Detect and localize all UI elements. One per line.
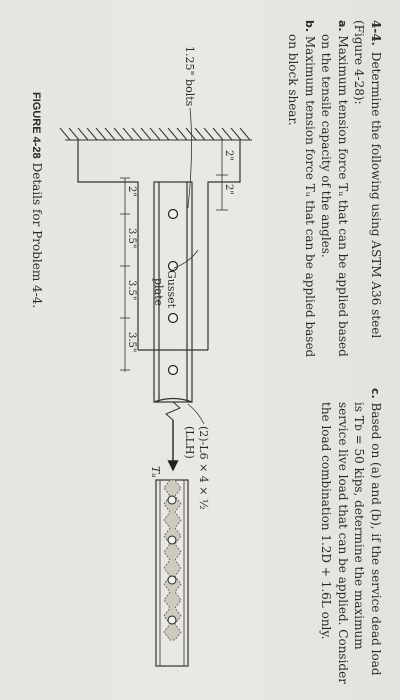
hatch-mark bbox=[203, 127, 215, 141]
hatch-mark bbox=[140, 127, 152, 141]
figure-caption-text: Details for Problem 4-4. bbox=[30, 162, 44, 309]
gusset-label-line2: plate bbox=[152, 278, 165, 306]
hatch-mark bbox=[176, 127, 188, 141]
hatch-mark bbox=[230, 127, 242, 141]
section-bolt-hole bbox=[167, 575, 177, 585]
bolt-hole bbox=[167, 260, 179, 272]
hatch-mark bbox=[149, 127, 161, 141]
bottom-dim-1: 2" bbox=[126, 186, 137, 197]
hatch-mark bbox=[131, 127, 143, 141]
angles-label-line2: (LLH) bbox=[183, 426, 196, 459]
top-dim-2: 2" bbox=[223, 184, 234, 195]
section-bolt-hole bbox=[167, 495, 177, 505]
section-bolt-hole bbox=[167, 615, 177, 625]
figure-caption: FIGURE 4-28Details for Problem 4-4. bbox=[30, 92, 44, 308]
bolt-group bbox=[167, 208, 179, 376]
hatch-mark bbox=[212, 127, 224, 141]
break-line bbox=[165, 401, 181, 421]
bolts-leader bbox=[187, 107, 192, 209]
bottom-dim-4: 3.5" bbox=[126, 332, 137, 353]
bolt-hole bbox=[167, 208, 179, 220]
block-shear-section bbox=[155, 479, 189, 667]
bolt-hole bbox=[167, 312, 179, 324]
hatch-mark bbox=[59, 127, 71, 141]
gusset-plate bbox=[77, 140, 241, 351]
figure-caption-tag: FIGURE 4-28 bbox=[30, 92, 42, 159]
bottom-dimension bbox=[120, 177, 130, 372]
bolts-label: 1.25" bolts bbox=[183, 46, 196, 107]
bolt-hole bbox=[167, 364, 179, 376]
hatch-mark bbox=[239, 127, 251, 141]
hatch-mark bbox=[194, 127, 206, 141]
hatch-mark bbox=[113, 127, 125, 141]
wall-support bbox=[59, 127, 252, 141]
hatch-mark bbox=[122, 127, 134, 141]
hatch-mark bbox=[221, 127, 233, 141]
force-label: Tᵤ bbox=[149, 466, 162, 478]
angles-label: (2)-L6 × 4 × ½ bbox=[197, 426, 210, 510]
hatch-mark bbox=[95, 127, 107, 141]
top-dim-1: 2" bbox=[223, 150, 234, 161]
hatch-mark bbox=[77, 127, 89, 141]
gusset-leader bbox=[173, 249, 199, 269]
hatch-mark bbox=[185, 127, 197, 141]
bottom-dim-2: 3.5" bbox=[126, 228, 137, 249]
gusset-label: Gusset bbox=[165, 270, 178, 309]
hatch-mark bbox=[104, 127, 116, 141]
hatch-mark bbox=[167, 127, 179, 141]
hatch-mark bbox=[158, 127, 170, 141]
hatch-mark bbox=[68, 127, 80, 141]
hatch-mark bbox=[86, 127, 98, 141]
angles-leader bbox=[187, 403, 205, 425]
section-bolt-hole bbox=[167, 535, 177, 545]
bottom-dim-3: 3.5" bbox=[126, 280, 137, 301]
top-dimension bbox=[216, 139, 228, 211]
